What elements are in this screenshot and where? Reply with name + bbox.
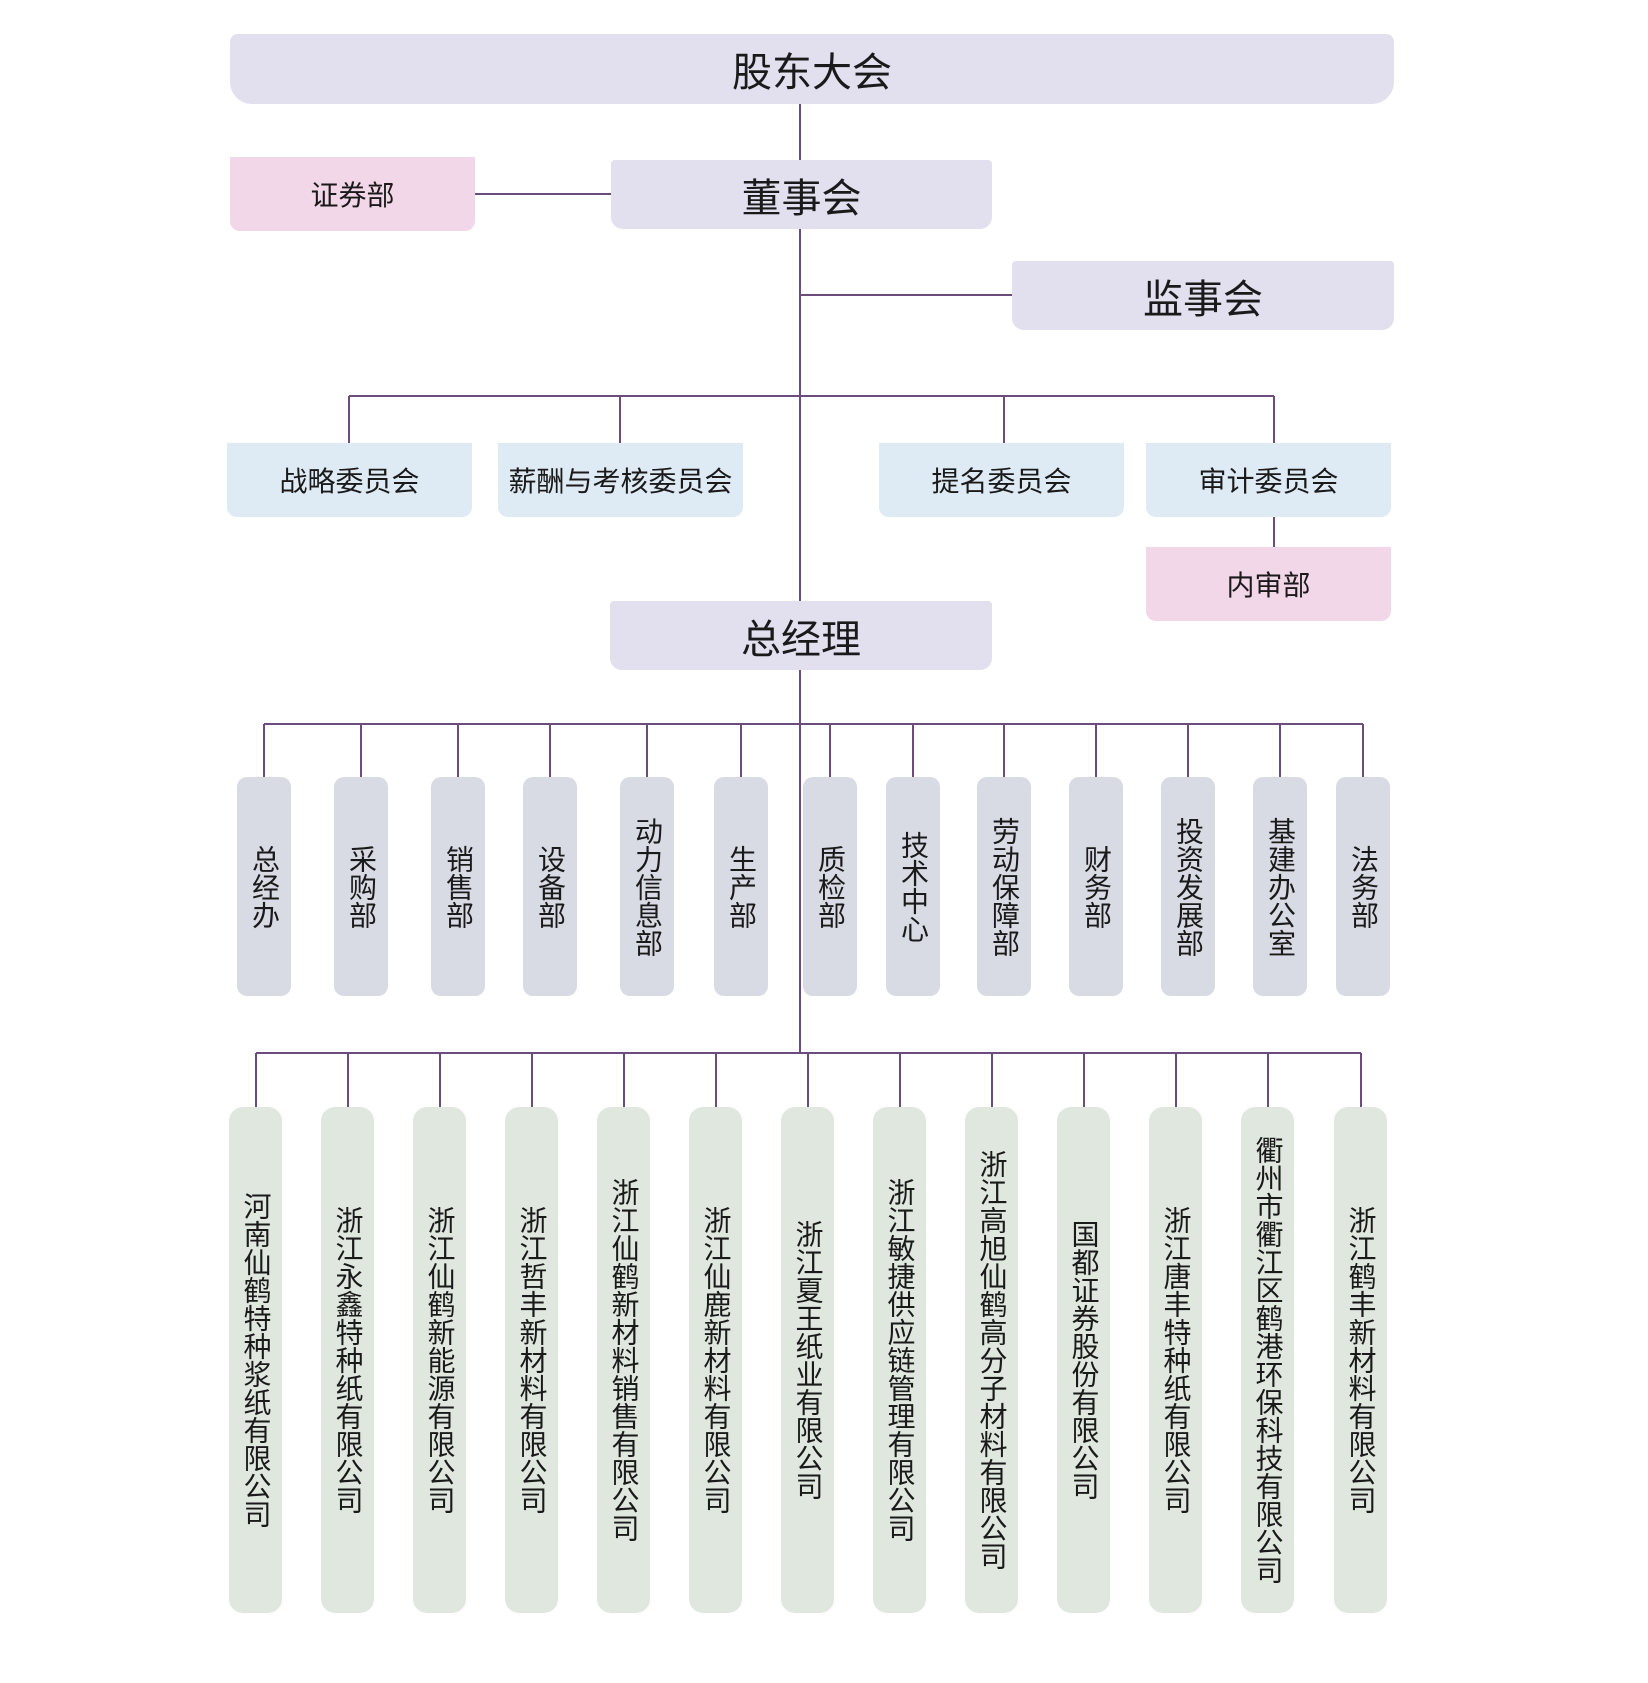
supervisors-box: 监事会	[1012, 261, 1394, 330]
dept-label: 投资发展部	[1172, 816, 1205, 957]
dept-label: 生产部	[725, 844, 758, 929]
dept-label: 质检部	[814, 844, 847, 929]
dept-label: 技术中心	[897, 830, 930, 943]
dept-label: 财务部	[1080, 844, 1113, 929]
subsidiary-box: 浙江哲丰新材料有限公司	[505, 1107, 558, 1613]
subsidiary-label: 浙江夏王纸业有限公司	[791, 1220, 825, 1500]
dept-label: 销售部	[442, 844, 475, 929]
dept-label: 法务部	[1347, 844, 1380, 929]
dept-box: 财务部	[1069, 777, 1123, 996]
board-box: 董事会	[611, 160, 992, 229]
dept-label: 设备部	[534, 844, 567, 929]
subsidiary-box: 衢州市衢江区鹤港环保科技有限公司	[1241, 1107, 1294, 1613]
committee-remuneration-box: 薪酬与考核委员会	[498, 443, 743, 517]
subsidiary-box: 浙江夏王纸业有限公司	[781, 1107, 834, 1613]
dept-box: 动力信息部	[620, 777, 674, 996]
subsidiary-box: 国都证券股份有限公司	[1057, 1107, 1110, 1613]
subsidiary-box: 浙江仙鹤新能源有限公司	[413, 1107, 466, 1613]
subsidiary-box: 浙江敏捷供应链管理有限公司	[873, 1107, 926, 1613]
subsidiary-box: 浙江仙鹤新材料销售有限公司	[597, 1107, 650, 1613]
general-manager-box: 总经理	[610, 601, 992, 670]
dept-box: 生产部	[714, 777, 768, 996]
securities-dept-box: 证券部	[230, 157, 475, 231]
subsidiary-label: 浙江鹤丰新材料有限公司	[1344, 1206, 1378, 1514]
dept-box: 劳动保障部	[977, 777, 1031, 996]
subsidiary-box: 浙江仙鹿新材料有限公司	[689, 1107, 742, 1613]
subsidiary-box: 浙江唐丰特种纸有限公司	[1149, 1107, 1202, 1613]
committee-nomination-box: 提名委员会	[879, 443, 1124, 517]
subsidiary-label: 浙江哲丰新材料有限公司	[515, 1206, 549, 1514]
subsidiary-label: 浙江仙鹤新能源有限公司	[423, 1206, 457, 1514]
dept-label: 采购部	[345, 844, 378, 929]
dept-box: 总经办	[237, 777, 291, 996]
shareholders-box: 股东大会	[230, 34, 1394, 104]
dept-box: 设备部	[523, 777, 577, 996]
subsidiary-box: 浙江永鑫特种纸有限公司	[321, 1107, 374, 1613]
subsidiary-label: 河南仙鹤特种浆纸有限公司	[239, 1192, 273, 1528]
dept-box: 基建办公室	[1253, 777, 1307, 996]
subsidiary-label: 衢州市衢江区鹤港环保科技有限公司	[1251, 1136, 1285, 1584]
dept-box: 法务部	[1336, 777, 1390, 996]
dept-box: 技术中心	[886, 777, 940, 996]
dept-box: 质检部	[803, 777, 857, 996]
subsidiary-label: 国都证券股份有限公司	[1067, 1220, 1101, 1500]
committee-audit-box: 审计委员会	[1146, 443, 1391, 517]
subsidiary-box: 浙江高旭仙鹤高分子材料有限公司	[965, 1107, 1018, 1613]
subsidiary-label: 浙江仙鹤新材料销售有限公司	[607, 1178, 641, 1542]
dept-box: 投资发展部	[1161, 777, 1215, 996]
dept-label: 动力信息部	[631, 816, 664, 957]
dept-label: 基建办公室	[1264, 816, 1297, 957]
dept-label: 总经办	[248, 844, 281, 929]
dept-box: 采购部	[334, 777, 388, 996]
subsidiary-label: 浙江仙鹿新材料有限公司	[699, 1206, 733, 1514]
subsidiary-label: 浙江永鑫特种纸有限公司	[331, 1206, 365, 1514]
subsidiary-label: 浙江高旭仙鹤高分子材料有限公司	[975, 1150, 1009, 1570]
committee-strategy-box: 战略委员会	[227, 443, 472, 517]
subsidiary-box: 浙江鹤丰新材料有限公司	[1334, 1107, 1387, 1613]
dept-box: 销售部	[431, 777, 485, 996]
subsidiary-label: 浙江唐丰特种纸有限公司	[1159, 1206, 1193, 1514]
subsidiary-label: 浙江敏捷供应链管理有限公司	[883, 1178, 917, 1542]
internal-audit-box: 内审部	[1146, 547, 1391, 621]
dept-label: 劳动保障部	[988, 816, 1021, 957]
subsidiary-box: 河南仙鹤特种浆纸有限公司	[229, 1107, 282, 1613]
